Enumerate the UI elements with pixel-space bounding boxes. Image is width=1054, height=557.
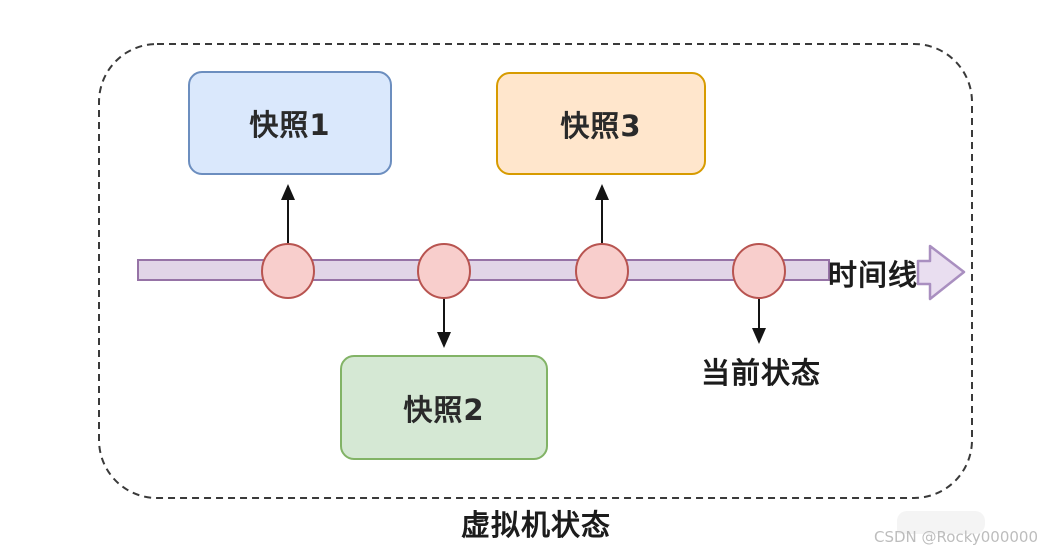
snapshot1-box: 快照1 xyxy=(188,71,392,175)
timeline-node-2 xyxy=(417,243,471,299)
snapshot3-label: 快照3 xyxy=(560,108,642,143)
timeline-node-1 xyxy=(261,243,315,299)
timeline-arrowhead-icon xyxy=(916,244,966,301)
watermark: CSDN @Rocky000000 xyxy=(874,528,1038,546)
snapshot2-label: 快照2 xyxy=(403,392,485,427)
timeline-node-3 xyxy=(575,243,629,299)
timeline-node-4 xyxy=(732,243,786,299)
watermark-blob xyxy=(897,511,985,534)
diagram-caption: 虚拟机状态 xyxy=(460,508,611,542)
timeline-label: 时间线 xyxy=(828,258,919,292)
current-state-label: 当前状态 xyxy=(701,356,822,390)
snapshot2-box: 快照2 xyxy=(340,355,548,460)
vm-state-dashed-frame xyxy=(98,43,973,499)
timeline-bar xyxy=(137,259,830,281)
snapshot1-label: 快照1 xyxy=(249,108,331,142)
snapshot3-box: 快照3 xyxy=(496,72,706,175)
